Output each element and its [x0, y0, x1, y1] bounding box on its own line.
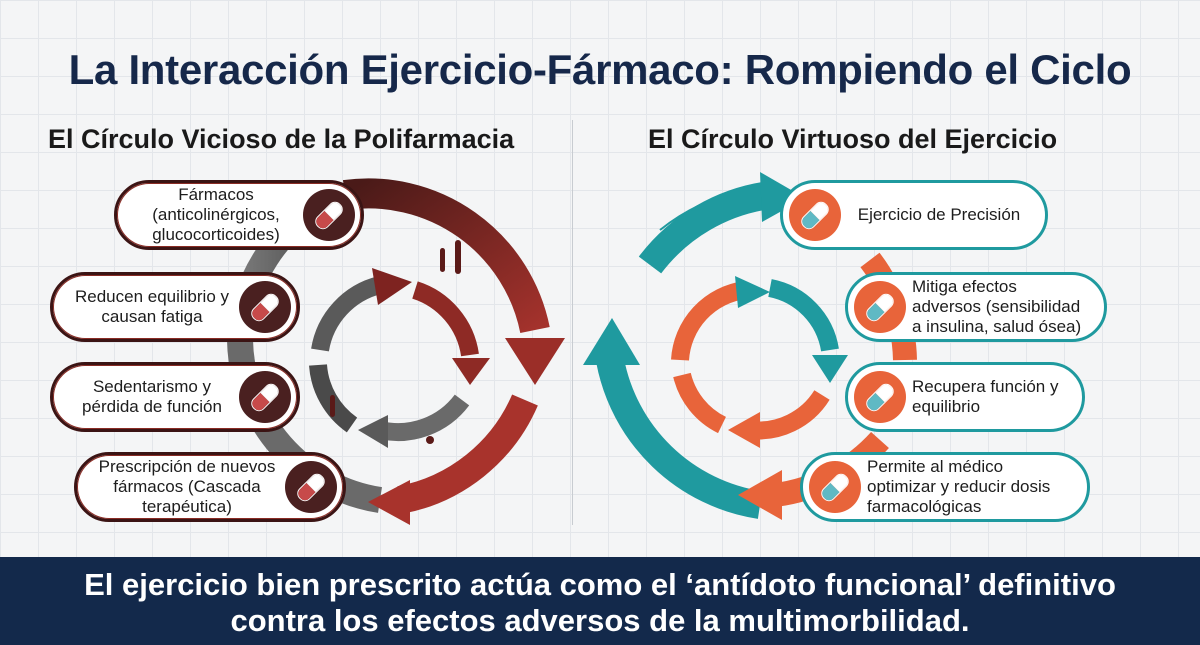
vicious-step-4-text: Prescripción de nuevos fármacos (Cascada…: [98, 457, 276, 516]
vicious-circle-subtitle: El Círculo Vicioso de la Polifarmacia: [48, 124, 515, 154]
pill-icon: [285, 461, 337, 513]
vicious-step-1-text: Fármacos (anticolinérgicos, glucocortico…: [152, 185, 280, 244]
page-title: La Interacción Ejercicio-Fármaco: Rompie…: [68, 46, 1132, 93]
virtuous-step-2-text: Mitiga efectos adversos (sensibilidad a …: [912, 277, 1082, 336]
pill-icon: [854, 371, 906, 423]
vicious-drip-accents: [330, 240, 461, 444]
virtuous-step-4-text: Permite al médico optimizar y reducir do…: [867, 457, 1051, 516]
vicious-inner-cycle: [309, 268, 490, 448]
virtuous-step-1-text: Ejercicio de Precisión: [857, 205, 1021, 224]
virtuous-step-4: Permite al médico optimizar y reducir do…: [800, 452, 1090, 522]
vicious-step-3: Sedentarismo y pérdida de función: [50, 362, 300, 432]
conclusion-line-1: El ejercicio bien prescrito actúa como e…: [84, 567, 1116, 602]
pill-icon: [789, 189, 841, 241]
vicious-step-4: Prescripción de nuevos fármacos (Cascada…: [74, 452, 346, 522]
vicious-step-2-text: Reducen equilibrio y causan fatiga: [74, 287, 230, 326]
virtuous-step-3: Recupera función y equilibrio: [845, 362, 1085, 432]
conclusion-banner: El ejercicio bien prescrito actúa como e…: [0, 557, 1200, 645]
virtuous-circle-subtitle: El Círculo Virtuoso del Ejercicio: [648, 124, 1058, 154]
virtuous-step-1: Ejercicio de Precisión: [780, 180, 1048, 250]
conclusion-line-2: contra los efectos adversos de la multim…: [230, 603, 970, 638]
pill-icon: [809, 461, 861, 513]
center-divider: [572, 120, 573, 525]
vicious-outer-red-arc: [342, 178, 565, 525]
virtuous-step-2: Mitiga efectos adversos (sensibilidad a …: [845, 272, 1107, 342]
pill-icon: [303, 189, 355, 241]
virtuous-step-3-text: Recupera función y equilibrio: [912, 377, 1059, 416]
vicious-step-2: Reducen equilibrio y causan fatiga: [50, 272, 300, 342]
virtuous-inner-cycle: [671, 276, 848, 448]
pill-icon: [854, 281, 906, 333]
virtuous-outer-teal-arc: [583, 172, 805, 519]
vicious-step-1: Fármacos (anticolinérgicos, glucocortico…: [114, 180, 364, 250]
vicious-step-3-text: Sedentarismo y pérdida de función: [82, 377, 222, 416]
pill-icon: [239, 371, 291, 423]
pill-icon: [239, 281, 291, 333]
